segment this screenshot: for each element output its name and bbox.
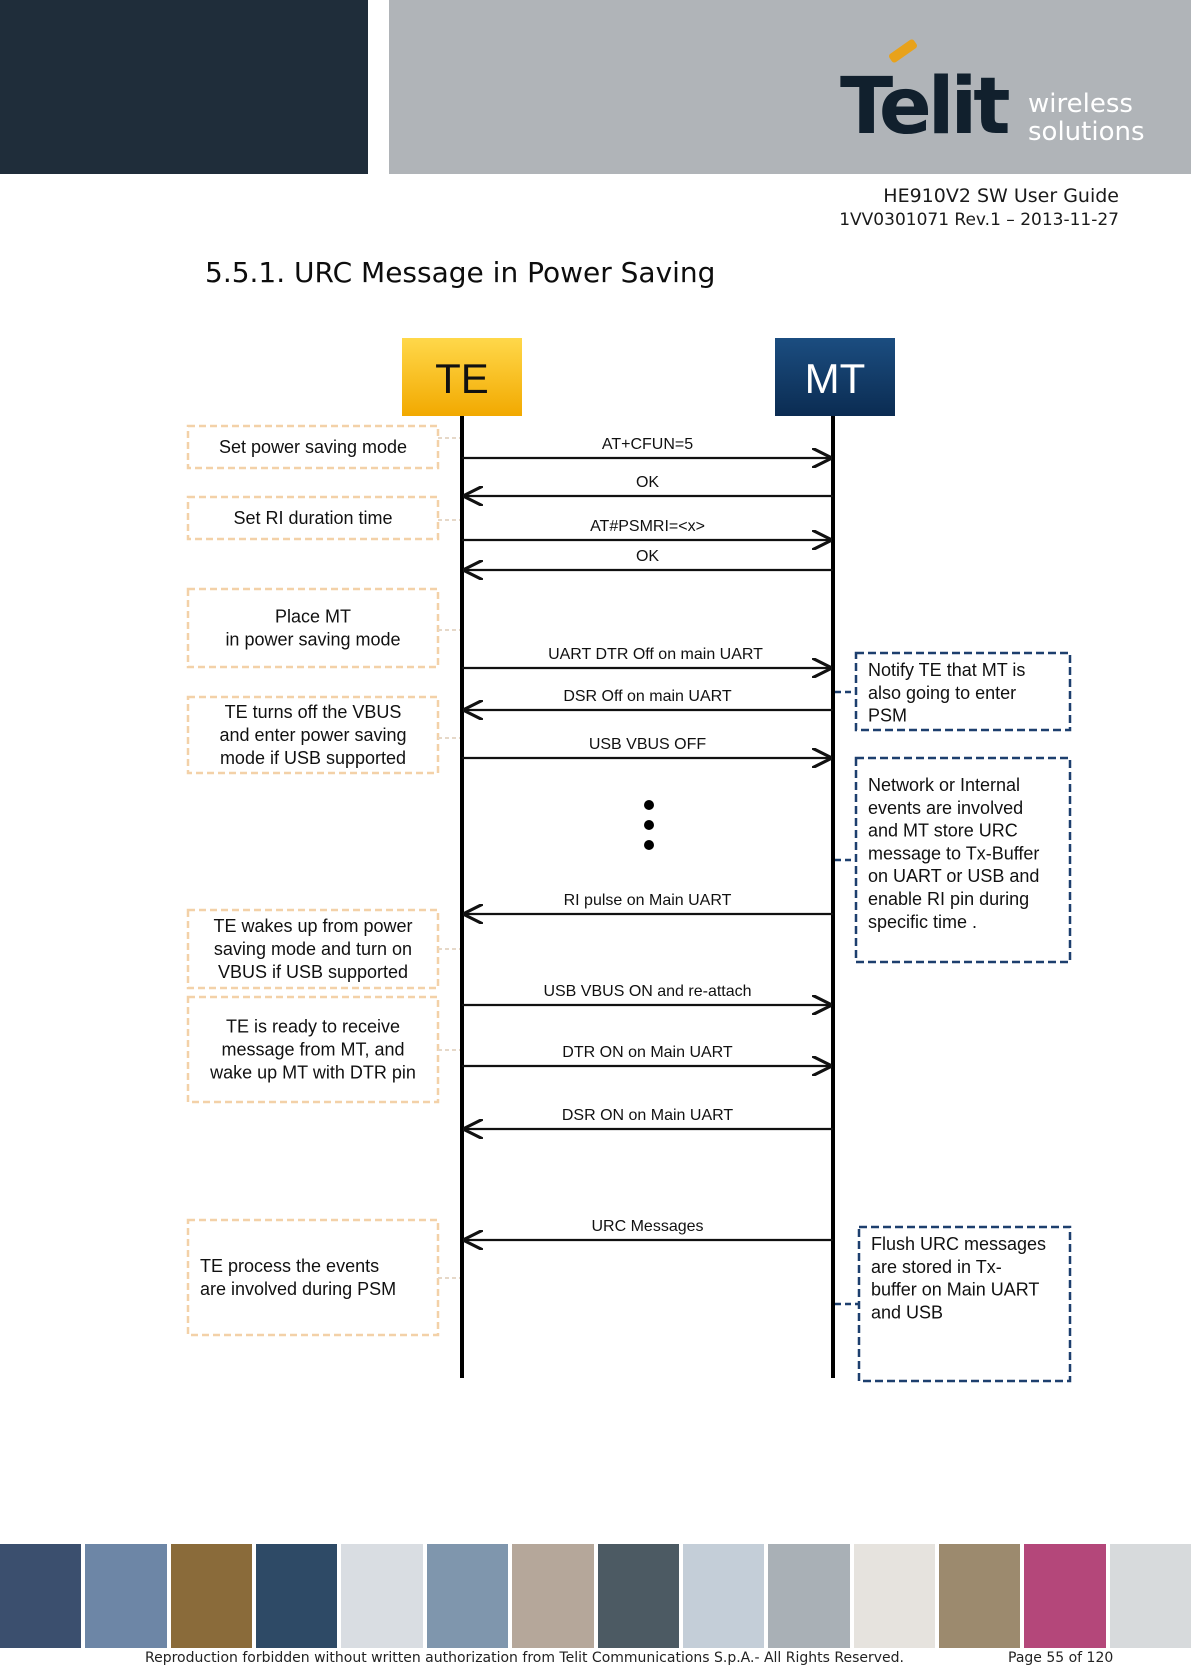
page-number: Page 55 of 120 bbox=[1008, 1650, 1114, 1666]
te-note-text: message from MT, and bbox=[221, 1040, 404, 1060]
message-layer: AT+CFUN=5OK AT#PSMRI=<x> OK UART DTR Off on… bbox=[462, 436, 833, 1240]
te-note-box bbox=[186, 908, 440, 990]
logo-tagline: wireless solutions bbox=[1028, 90, 1145, 146]
mt-note-text: are stored in Tx- bbox=[871, 1257, 1002, 1277]
te-note-text: are involved during PSM bbox=[200, 1279, 396, 1299]
mt-note-text: Flush URC messages bbox=[871, 1234, 1046, 1254]
message-label: USB VBUS ON and re-attach bbox=[543, 983, 751, 1000]
footer-rights-notice: Reproduction forbidden without written a… bbox=[145, 1650, 904, 1666]
mt-participant-label: MT bbox=[805, 355, 866, 402]
te-note-text: TE wakes up from power bbox=[213, 916, 412, 936]
mt-note-box bbox=[857, 1225, 1072, 1383]
te-note-text: and enter power saving bbox=[219, 725, 406, 745]
header-grey-panel bbox=[389, 0, 1191, 174]
header-dark-panel bbox=[0, 0, 368, 174]
message-label: AT#PSMRI=<x> bbox=[590, 518, 705, 535]
mt-note-text: specific time . bbox=[868, 912, 977, 932]
mt-note-text: and USB bbox=[871, 1302, 943, 1322]
message-label: AT+CFUN=5 bbox=[602, 436, 693, 453]
mt-note-text: PSM bbox=[868, 706, 907, 726]
footer-photo bbox=[0, 1544, 82, 1648]
te-note-box bbox=[186, 995, 440, 1104]
mt-note-text: events are involved bbox=[868, 798, 1023, 818]
message-label: URC Messages bbox=[591, 1218, 703, 1235]
te-note-box bbox=[186, 424, 440, 470]
message-label: USB VBUS OFF bbox=[589, 736, 707, 753]
te-participant-box bbox=[402, 338, 522, 416]
message-label: DTR ON on Main UART bbox=[562, 1044, 733, 1061]
footer: Reproduction forbidden without written a… bbox=[0, 1648, 1191, 1669]
footer-photo bbox=[768, 1544, 850, 1648]
message-label: DSR Off on main UART bbox=[563, 688, 732, 705]
mt-note-text: enable RI pin during bbox=[868, 889, 1029, 909]
footer-photo bbox=[1024, 1544, 1106, 1648]
mt-note-text: Network or Internal bbox=[868, 775, 1020, 795]
footer-photo bbox=[170, 1544, 253, 1648]
document-reference: 1VV0301071 Rev.1 – 2013-11-27 bbox=[839, 210, 1119, 230]
te-note-text: Place MT bbox=[275, 607, 351, 627]
footer-photo bbox=[512, 1544, 594, 1648]
te-note-text: saving mode and turn on bbox=[214, 939, 412, 959]
mt-note-text: buffer on Main UART bbox=[871, 1280, 1039, 1300]
mt-note-text: also going to enter bbox=[868, 683, 1016, 703]
section-heading: 5.5.1. URC Message in Power Saving bbox=[205, 256, 716, 289]
te-note-text: wake up MT with DTR pin bbox=[209, 1063, 416, 1083]
te-note-box bbox=[186, 587, 440, 669]
te-note-text: in power saving mode bbox=[225, 630, 400, 650]
footer-photo bbox=[1109, 1544, 1191, 1648]
mt-participant-box bbox=[775, 338, 895, 416]
footer-photo bbox=[256, 1544, 338, 1648]
te-note-box bbox=[186, 495, 440, 541]
te-note-text: TE turns off the VBUS bbox=[225, 702, 402, 722]
message-label: UART DTR Off on main UART bbox=[548, 646, 763, 663]
mt-note-text: Notify TE that MT is bbox=[868, 660, 1025, 680]
message-label: DSR ON on Main UART bbox=[562, 1107, 734, 1124]
logo-tagline-line1: wireless bbox=[1028, 89, 1133, 119]
continuation-dot bbox=[644, 840, 654, 850]
logo-tagline-line2: solutions bbox=[1028, 117, 1145, 147]
te-note-text: Set RI duration time bbox=[233, 508, 392, 528]
footer-photo bbox=[597, 1544, 679, 1648]
footer-photo bbox=[682, 1544, 765, 1648]
continuation-dot bbox=[644, 800, 654, 810]
footer-photo bbox=[341, 1544, 423, 1648]
continuation-dot bbox=[644, 820, 654, 830]
mt-note-text: message to Tx-Buffer bbox=[868, 843, 1039, 863]
document-title-block: HE910V2 SW User Guide 1VV0301071 Rev.1 –… bbox=[839, 184, 1119, 232]
te-note-text: VBUS if USB supported bbox=[218, 962, 408, 982]
te-note-text: TE is ready to receive bbox=[226, 1017, 400, 1037]
mt-note-text: on UART or USB and bbox=[868, 866, 1039, 886]
te-note-text: Set power saving mode bbox=[219, 437, 407, 457]
te-participant-label: TE bbox=[435, 355, 489, 402]
te-note-box bbox=[186, 695, 440, 775]
message-label: OK bbox=[636, 474, 659, 491]
logo-wordmark: Telit bbox=[840, 62, 1011, 152]
footer-image-strip bbox=[0, 1544, 1191, 1648]
footer-photo bbox=[426, 1544, 509, 1648]
te-note-text: mode if USB supported bbox=[220, 748, 406, 768]
footer-photo bbox=[85, 1544, 167, 1648]
mt-note-text: and MT store URC bbox=[868, 821, 1018, 841]
message-label: OK bbox=[636, 548, 659, 565]
footer-photo bbox=[853, 1544, 935, 1648]
te-note-text: TE process the events bbox=[200, 1256, 379, 1276]
te-note-box bbox=[186, 1218, 440, 1337]
message-label: RI pulse on Main UART bbox=[564, 892, 732, 909]
footer-photo bbox=[938, 1544, 1021, 1648]
document-title: HE910V2 SW User Guide bbox=[883, 185, 1119, 207]
telit-logo: Telit wireless solutions bbox=[840, 38, 1160, 160]
